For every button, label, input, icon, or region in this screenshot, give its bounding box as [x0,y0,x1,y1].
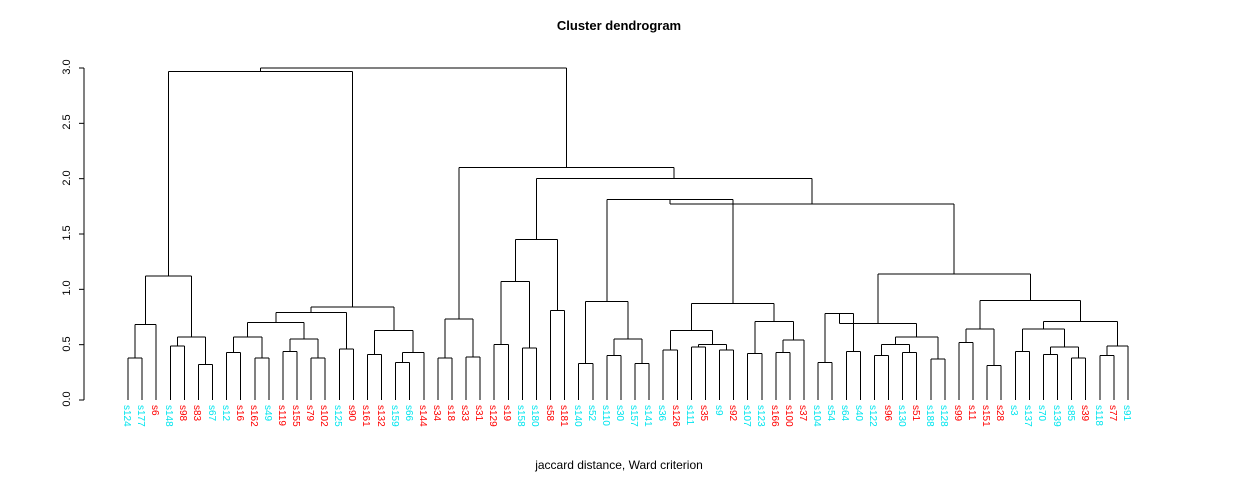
leaf-label: s155 [290,405,301,427]
leaf-label: s67 [205,405,217,422]
leaf-label: s158 [515,405,527,427]
leaf-label: s122 [867,405,879,427]
leaf-label: s129 [487,405,499,427]
leaf-label: s91 [1121,405,1132,422]
leaf-label: s161 [360,405,372,427]
leaf-label: s130 [895,405,907,427]
leaf-label: s64 [839,405,851,422]
leaf-label: s96 [881,405,893,422]
leaf-label: s79 [304,405,316,422]
leaf-label: s111 [684,405,696,426]
leaf-label: s12 [219,405,231,422]
leaf-label: s110 [599,405,611,426]
leaf-label: s99 [951,405,963,422]
leaf-label: s51 [909,405,921,422]
leaf-label: s16 [233,405,245,422]
y-axis-tick-label: 1.5 [61,225,73,241]
leaf-label: s66 [402,405,414,422]
leaf-label: s6 [149,405,161,416]
leaf-label: s132 [374,405,386,427]
leaf-label: s181 [557,405,569,427]
leaf-label: s39 [1078,405,1090,422]
leaf-label: s92 [726,405,738,422]
leaf-label: s9 [712,405,724,416]
y-axis-tick-label: 0.0 [61,391,73,407]
dendrogram-tree [127,67,1129,400]
leaf-label: s54 [825,405,837,422]
y-axis [79,67,85,401]
leaf-label: s139 [1050,405,1062,427]
leaf-label: s31 [473,405,485,422]
leaf-label: s162 [247,405,259,427]
x-axis-label: jaccard distance, Ward criterion [535,458,703,472]
leaf-label: s157 [628,405,640,427]
y-axis-tick-label: 1.0 [61,280,73,296]
leaf-label: s3 [1008,405,1020,416]
leaf-label: s85 [1064,405,1076,422]
leaf-label: s100 [782,405,794,427]
leaf-label: s151 [980,405,992,427]
leaf-label: s36 [656,405,668,422]
leaf-label: s52 [585,405,597,422]
leaf-label: s166 [768,405,780,427]
leaf-label: s90 [346,405,358,422]
y-axis-tick-label: 2.5 [61,114,73,130]
leaf-label: s148 [163,405,175,427]
leaf-label: s123 [754,405,766,427]
leaf-label: s159 [388,405,400,427]
page-title: Cluster dendrogram [556,18,682,33]
leaf-label: s107 [740,405,752,427]
leaf-label: s49 [261,405,273,422]
leaf-label: s77 [1106,405,1118,422]
leaf-label: s30 [613,405,625,422]
leaf-label: s137 [1022,405,1034,427]
leaf-label: s118 [1092,405,1104,426]
leaf-label: s119 [275,405,287,426]
leaf-label: s177 [135,405,147,427]
leaf-label: s33 [459,405,471,422]
leaf-label: s188 [923,405,935,427]
y-axis-tick-label: 3.0 [61,59,73,75]
leaf-label: s37 [797,405,809,422]
leaf-label: s126 [670,405,682,427]
leaf-label: s140 [571,405,583,427]
leaf-label: s128 [937,405,949,427]
leaf-label: s70 [1036,405,1048,422]
y-axis-tick-label: 0.5 [61,336,73,352]
leaf-label: s40 [853,405,865,422]
y-axis-tick-label: 2.0 [61,170,73,186]
leaf-label: s58 [543,405,555,422]
leaf-label: s28 [994,405,1006,422]
leaf-label: s104 [811,405,823,427]
leaf-label: s125 [332,405,344,427]
leaf-label: s102 [318,405,330,427]
leaf-label: s141 [642,405,654,427]
leaf-label: s18 [444,405,456,422]
leaf-label: s144 [416,405,428,427]
leaf-label: s83 [191,405,203,422]
leaf-label: s98 [177,405,189,422]
leaf-label: s19 [501,405,513,422]
leaf-label: s34 [430,405,442,422]
leaf-label: s11 [966,405,978,421]
leaf-label: s124 [121,405,132,427]
leaf-label: s180 [529,405,541,427]
leaf-label: s35 [698,405,710,422]
